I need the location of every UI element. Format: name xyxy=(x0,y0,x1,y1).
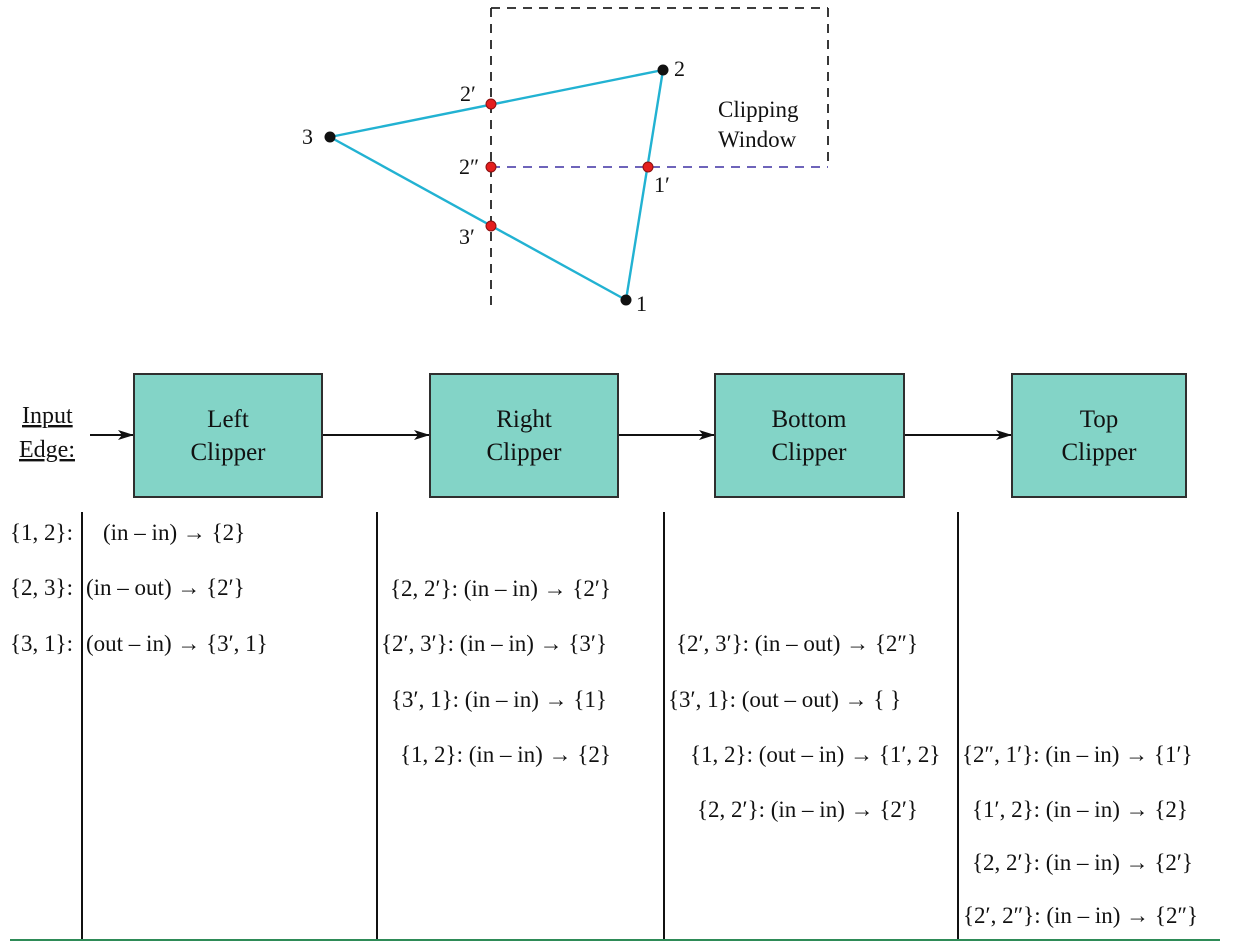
intersection-2-double-prime xyxy=(485,161,497,173)
label-point-2: 2 xyxy=(674,56,685,81)
right-clipper-results: {2, 2′}: (in – in) → {2′} {2′, 3′}: (in … xyxy=(381,576,611,767)
top-clipper-label-line1: Top xyxy=(1080,406,1119,433)
bottom-result-row-2: {3′, 1}: (out – out) → { } xyxy=(668,687,901,712)
input-edge-label-line2: Edge: xyxy=(19,437,75,463)
input-edge-row-1: {1, 2}: xyxy=(10,520,73,545)
point-labels: 1 2 3 2′ 2″ 1′ 3′ xyxy=(302,56,685,316)
top-clipper-box: Top Clipper xyxy=(1011,373,1187,498)
clipping-window-label-line1: Clipping xyxy=(718,97,799,122)
label-point-2-prime: 2′ xyxy=(460,81,476,106)
input-edge-row-2: {2, 3}: xyxy=(10,575,73,600)
intersection-3-prime xyxy=(485,220,497,232)
label-point-1: 1 xyxy=(636,291,647,316)
bottom-clipper-box: Bottom Clipper xyxy=(714,373,905,498)
bottom-clipper-label-line1: Bottom xyxy=(771,406,847,433)
input-edge-column: {1, 2}: {2, 3}: {3, 1}: xyxy=(10,520,73,656)
input-edge-row-3: {3, 1}: xyxy=(10,631,73,656)
left-result-row-3: (out – in) → {3′, 1} xyxy=(86,631,268,656)
bottom-clipper-results: {2′, 3′}: (in – out) → {2″} {3′, 1}: (ou… xyxy=(668,631,940,822)
label-point-2-double-prime: 2″ xyxy=(459,154,479,179)
vertex-3 xyxy=(324,131,336,143)
input-edge-label-line1: Input xyxy=(22,403,73,429)
left-clipper-box: Left Clipper xyxy=(133,373,323,498)
intersection-1-prime xyxy=(642,161,654,173)
top-result-row-1: {2″, 1′}: (in – in) → {1′} xyxy=(962,742,1193,767)
vertex-1 xyxy=(620,294,632,306)
left-clipper-results: (in – in) → {2} (in – out) → {2′} (out –… xyxy=(86,520,268,656)
left-clipper-label-line2: Clipper xyxy=(191,439,267,466)
left-result-row-2: (in – out) → {2′} xyxy=(86,575,245,600)
right-result-row-4: {1, 2}: (in – in) → {2} xyxy=(400,742,611,767)
right-result-row-2: {2′, 3′}: (in – in) → {3′} xyxy=(381,631,607,656)
label-point-3-prime: 3′ xyxy=(459,224,475,249)
intersection-2-prime xyxy=(485,98,497,110)
top-clipper-results: {2″, 1′}: (in – in) → {1′} {1′, 2}: (in … xyxy=(962,742,1198,928)
bottom-result-row-3: {1, 2}: (out – in) → {1′, 2} xyxy=(690,742,940,767)
polygon-edge-1-2 xyxy=(624,69,665,301)
bottom-result-row-4: {2, 2′}: (in – in) → {2′} xyxy=(697,797,918,822)
bottom-result-row-1: {2′, 3′}: (in – out) → {2″} xyxy=(676,631,918,656)
left-result-row-1: (in – in) → {2} xyxy=(103,520,245,545)
vertex-2 xyxy=(657,64,669,76)
left-clipper-label-line1: Left xyxy=(207,406,249,433)
top-result-row-2: {1′, 2}: (in – in) → {2} xyxy=(972,797,1188,822)
clipping-window xyxy=(490,7,829,307)
polygon xyxy=(329,68,665,302)
polygon-edge-2-3 xyxy=(329,68,664,139)
right-clipper-box: Right Clipper xyxy=(429,373,619,498)
right-clipper-label-line1: Right xyxy=(496,406,552,433)
top-clipper-label-line2: Clipper xyxy=(1062,439,1138,466)
polygon-vertices xyxy=(324,64,669,306)
top-result-row-3: {2, 2′}: (in – in) → {2′} xyxy=(972,850,1193,875)
right-clipper-label-line2: Clipper xyxy=(487,439,563,466)
top-result-row-4: {2′, 2″}: (in – in) → {2″} xyxy=(963,903,1198,928)
polygon-edge-3-1 xyxy=(329,135,627,302)
table-grid xyxy=(10,512,1220,941)
clipping-window-label-line2: Window xyxy=(718,127,797,152)
bottom-clipper-label-line2: Clipper xyxy=(772,439,848,466)
label-point-1-prime: 1′ xyxy=(654,172,670,197)
label-point-3: 3 xyxy=(302,124,313,149)
right-result-row-1: {2, 2′}: (in – in) → {2′} xyxy=(390,576,611,601)
right-result-row-3: {3′, 1}: (in – in) → {1} xyxy=(391,687,607,712)
